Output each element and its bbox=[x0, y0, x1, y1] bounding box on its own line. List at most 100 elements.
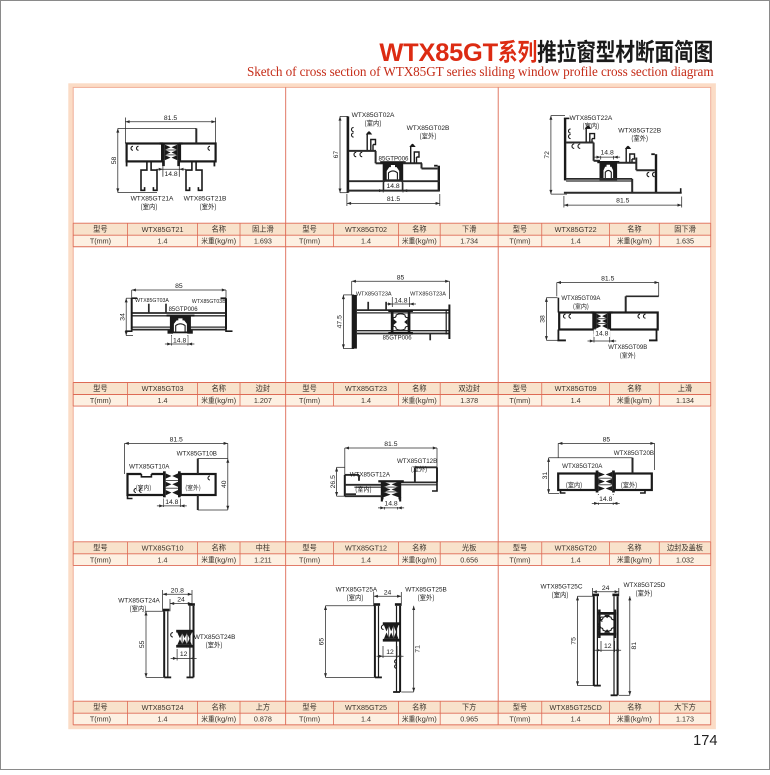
svg-text:T(mm): T(mm) bbox=[299, 396, 320, 405]
svg-text:T(mm): T(mm) bbox=[90, 555, 111, 564]
svg-text:(kg/m): (kg/m) bbox=[415, 555, 437, 564]
svg-text:(kg/m): (kg/m) bbox=[630, 396, 652, 405]
svg-text:0.965: 0.965 bbox=[460, 715, 478, 724]
svg-text:24: 24 bbox=[602, 585, 610, 592]
svg-text:75: 75 bbox=[571, 637, 578, 645]
svg-text:1.635: 1.635 bbox=[676, 237, 694, 246]
svg-text:1.4: 1.4 bbox=[571, 396, 581, 405]
svg-text:WTX85GT25: WTX85GT25 bbox=[345, 703, 387, 712]
svg-text:0.878: 0.878 bbox=[254, 715, 272, 724]
svg-text:14.8: 14.8 bbox=[599, 496, 612, 503]
svg-text:85: 85 bbox=[175, 283, 183, 290]
svg-text:(kg/m): (kg/m) bbox=[630, 555, 652, 564]
svg-text:81.5: 81.5 bbox=[384, 441, 397, 448]
svg-text:1.4: 1.4 bbox=[571, 715, 581, 724]
svg-text:14.8: 14.8 bbox=[164, 171, 177, 178]
svg-text:WTX85GT20A: WTX85GT20A bbox=[562, 463, 603, 470]
svg-text:WTX85GT23A: WTX85GT23A bbox=[410, 292, 446, 298]
svg-text:1.4: 1.4 bbox=[361, 396, 371, 405]
svg-text:20.8: 20.8 bbox=[171, 587, 184, 594]
svg-text:85GTP006: 85GTP006 bbox=[169, 307, 199, 313]
svg-text:1.032: 1.032 bbox=[676, 555, 694, 564]
svg-text:14.8: 14.8 bbox=[165, 499, 178, 506]
svg-text:WTX85GT25B: WTX85GT25B bbox=[405, 587, 447, 594]
svg-text:67: 67 bbox=[333, 151, 340, 159]
svg-text:12: 12 bbox=[604, 643, 612, 650]
svg-text:WTX85GT24B: WTX85GT24B bbox=[194, 634, 236, 641]
svg-text:WTX85GT02A: WTX85GT02A bbox=[352, 112, 395, 119]
svg-text:WTX85GT21B: WTX85GT21B bbox=[184, 196, 227, 203]
svg-text:174: 174 bbox=[693, 733, 717, 749]
svg-text:1.4: 1.4 bbox=[571, 555, 581, 564]
svg-text:72: 72 bbox=[544, 151, 551, 159]
svg-text:Sketch of cross section of WTX: Sketch of cross section of WTX85GT serie… bbox=[247, 64, 714, 79]
svg-text:(kg/m): (kg/m) bbox=[630, 715, 652, 724]
svg-text:26.5: 26.5 bbox=[330, 475, 337, 488]
svg-text:(kg/m): (kg/m) bbox=[215, 715, 237, 724]
svg-text:40: 40 bbox=[221, 480, 228, 488]
svg-text:81.5: 81.5 bbox=[616, 197, 629, 204]
svg-text:T(mm): T(mm) bbox=[90, 715, 111, 724]
svg-text:WTX85GT24A: WTX85GT24A bbox=[118, 598, 160, 605]
svg-text:24: 24 bbox=[177, 597, 185, 604]
svg-text:85GTP006: 85GTP006 bbox=[379, 156, 409, 163]
svg-text:(kg/m): (kg/m) bbox=[415, 715, 437, 724]
svg-text:WTX85GT02: WTX85GT02 bbox=[345, 225, 387, 234]
svg-text:WTX85GT09B: WTX85GT09B bbox=[608, 345, 647, 351]
svg-text:1.4: 1.4 bbox=[571, 237, 581, 246]
svg-text:24: 24 bbox=[384, 589, 392, 596]
svg-text:12: 12 bbox=[386, 649, 394, 656]
svg-text:WTX85GT22: WTX85GT22 bbox=[555, 225, 597, 234]
svg-text:WTX85GT21A: WTX85GT21A bbox=[131, 196, 174, 203]
svg-text:T(mm): T(mm) bbox=[509, 715, 530, 724]
svg-text:WTX85GT21: WTX85GT21 bbox=[142, 225, 184, 234]
svg-text:WTX85GT22B: WTX85GT22B bbox=[618, 127, 661, 134]
svg-text:1.734: 1.734 bbox=[460, 237, 478, 246]
svg-text:T(mm): T(mm) bbox=[299, 237, 320, 246]
svg-text:(kg/m): (kg/m) bbox=[215, 396, 237, 405]
svg-text:T(mm): T(mm) bbox=[509, 555, 530, 564]
svg-text:WTX85GT22A: WTX85GT22A bbox=[569, 115, 612, 122]
svg-text:1.4: 1.4 bbox=[361, 237, 371, 246]
svg-text:14.8: 14.8 bbox=[386, 183, 399, 190]
svg-text:81.5: 81.5 bbox=[170, 437, 183, 444]
svg-text:WTX85GT10B: WTX85GT10B bbox=[177, 451, 217, 458]
svg-text:(kg/m): (kg/m) bbox=[215, 555, 237, 564]
svg-text:T(mm): T(mm) bbox=[509, 396, 530, 405]
svg-text:1.4: 1.4 bbox=[361, 555, 371, 564]
svg-text:WTX85GT02B: WTX85GT02B bbox=[407, 125, 450, 132]
svg-text:81.5: 81.5 bbox=[164, 115, 177, 122]
svg-text:65: 65 bbox=[319, 638, 326, 646]
svg-text:T(mm): T(mm) bbox=[299, 555, 320, 564]
svg-text:14.8: 14.8 bbox=[173, 337, 186, 344]
svg-text:WTX85GT25CD: WTX85GT25CD bbox=[549, 703, 601, 712]
svg-text:WTX85GT03A: WTX85GT03A bbox=[135, 298, 169, 304]
svg-text:1.4: 1.4 bbox=[158, 237, 168, 246]
svg-text:WTX85GT12B: WTX85GT12B bbox=[397, 458, 437, 465]
svg-text:85: 85 bbox=[603, 437, 611, 444]
svg-text:58: 58 bbox=[111, 157, 118, 165]
svg-text:1.378: 1.378 bbox=[460, 396, 478, 405]
svg-text:WTX85GT: WTX85GT bbox=[379, 39, 498, 67]
svg-text:WTX85GT24: WTX85GT24 bbox=[142, 703, 184, 712]
svg-text:WTX85GT12: WTX85GT12 bbox=[345, 544, 387, 553]
svg-text:WTX85GT23: WTX85GT23 bbox=[345, 384, 387, 393]
svg-text:1.211: 1.211 bbox=[254, 555, 271, 564]
svg-text:1.4: 1.4 bbox=[158, 396, 168, 405]
svg-text:(kg/m): (kg/m) bbox=[630, 237, 652, 246]
svg-text:WTX85GT20B: WTX85GT20B bbox=[614, 450, 654, 457]
svg-text:T(mm): T(mm) bbox=[509, 237, 530, 246]
svg-text:38: 38 bbox=[540, 315, 547, 323]
svg-text:WTX85GT23A: WTX85GT23A bbox=[356, 292, 392, 298]
svg-text:WTX85GT25A: WTX85GT25A bbox=[336, 587, 378, 594]
svg-text:(kg/m): (kg/m) bbox=[415, 237, 437, 246]
svg-text:WTX85GT12A: WTX85GT12A bbox=[350, 471, 391, 478]
svg-text:1.4: 1.4 bbox=[361, 715, 371, 724]
svg-text:(kg/m): (kg/m) bbox=[215, 237, 237, 246]
svg-text:1.173: 1.173 bbox=[676, 715, 694, 724]
svg-text:(kg/m): (kg/m) bbox=[415, 396, 437, 405]
svg-text:12: 12 bbox=[180, 651, 188, 658]
svg-text:71: 71 bbox=[415, 645, 422, 653]
svg-text:WTX85GT20: WTX85GT20 bbox=[555, 544, 597, 553]
svg-text:85: 85 bbox=[397, 274, 405, 281]
